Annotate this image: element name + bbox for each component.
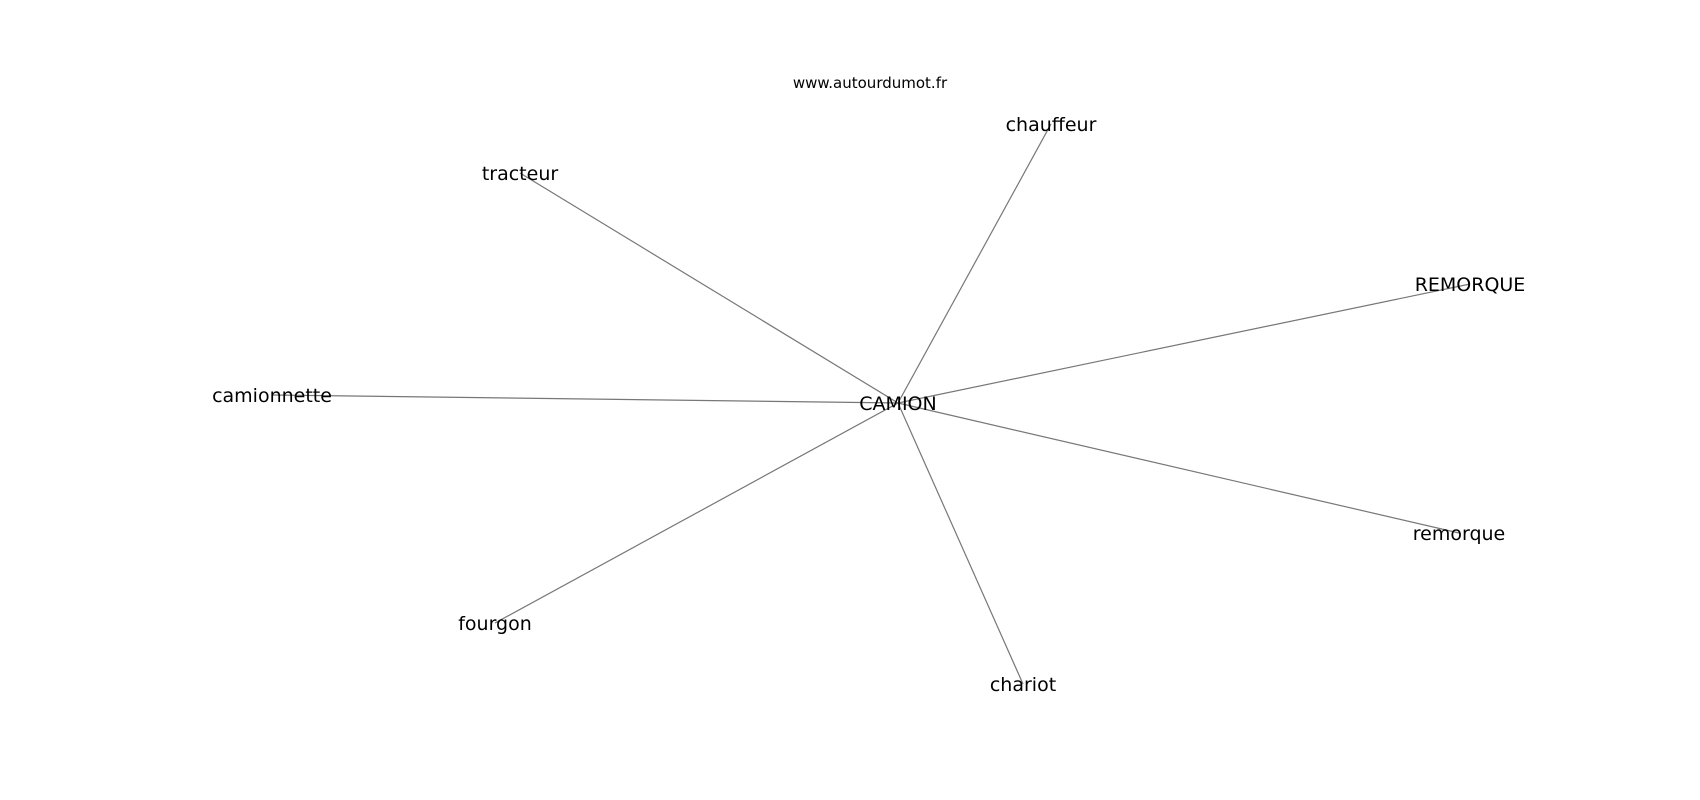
graph-edges [271, 123, 1471, 685]
edge-camionnette [271, 394, 899, 404]
edge-tracteur [519, 172, 899, 404]
node-label-tracteur[interactable]: tracteur [482, 163, 559, 185]
node-label-remorque-upper[interactable]: REMORQUE [1415, 274, 1526, 296]
node-label-center[interactable]: CAMION [859, 393, 936, 415]
edge-chauffeur [897, 123, 1052, 404]
node-label-chauffeur[interactable]: chauffeur [1006, 114, 1097, 136]
node-label-remorque-lower[interactable]: remorque [1413, 523, 1506, 545]
edge-remorque-lower [897, 402, 1460, 534]
node-label-fourgon[interactable]: fourgon [458, 613, 532, 635]
edge-fourgon [494, 402, 899, 624]
node-label-chariot[interactable]: chariot [990, 674, 1056, 696]
edge-chariot [897, 402, 1024, 685]
node-label-camionnette[interactable]: camionnette [212, 385, 332, 407]
watermark-text: www.autourdumot.fr [793, 74, 948, 92]
edge-remorque-upper [897, 283, 1471, 404]
